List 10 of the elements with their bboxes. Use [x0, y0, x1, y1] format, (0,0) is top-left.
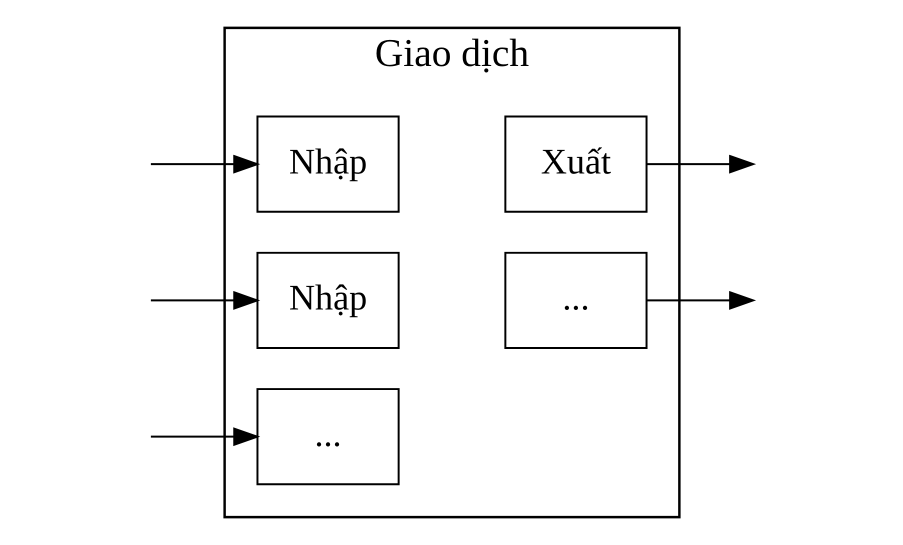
- arrow: [150, 290, 260, 310]
- node-box: Nhập: [256, 252, 400, 349]
- node-box: Nhập: [256, 116, 400, 213]
- node-box: ...: [504, 252, 648, 349]
- arrow: [646, 290, 756, 310]
- arrow: [646, 154, 756, 174]
- arrow: [150, 154, 260, 174]
- node-box: ...: [256, 388, 400, 486]
- arrow: [150, 427, 260, 446]
- node-box: Xuất: [504, 116, 648, 213]
